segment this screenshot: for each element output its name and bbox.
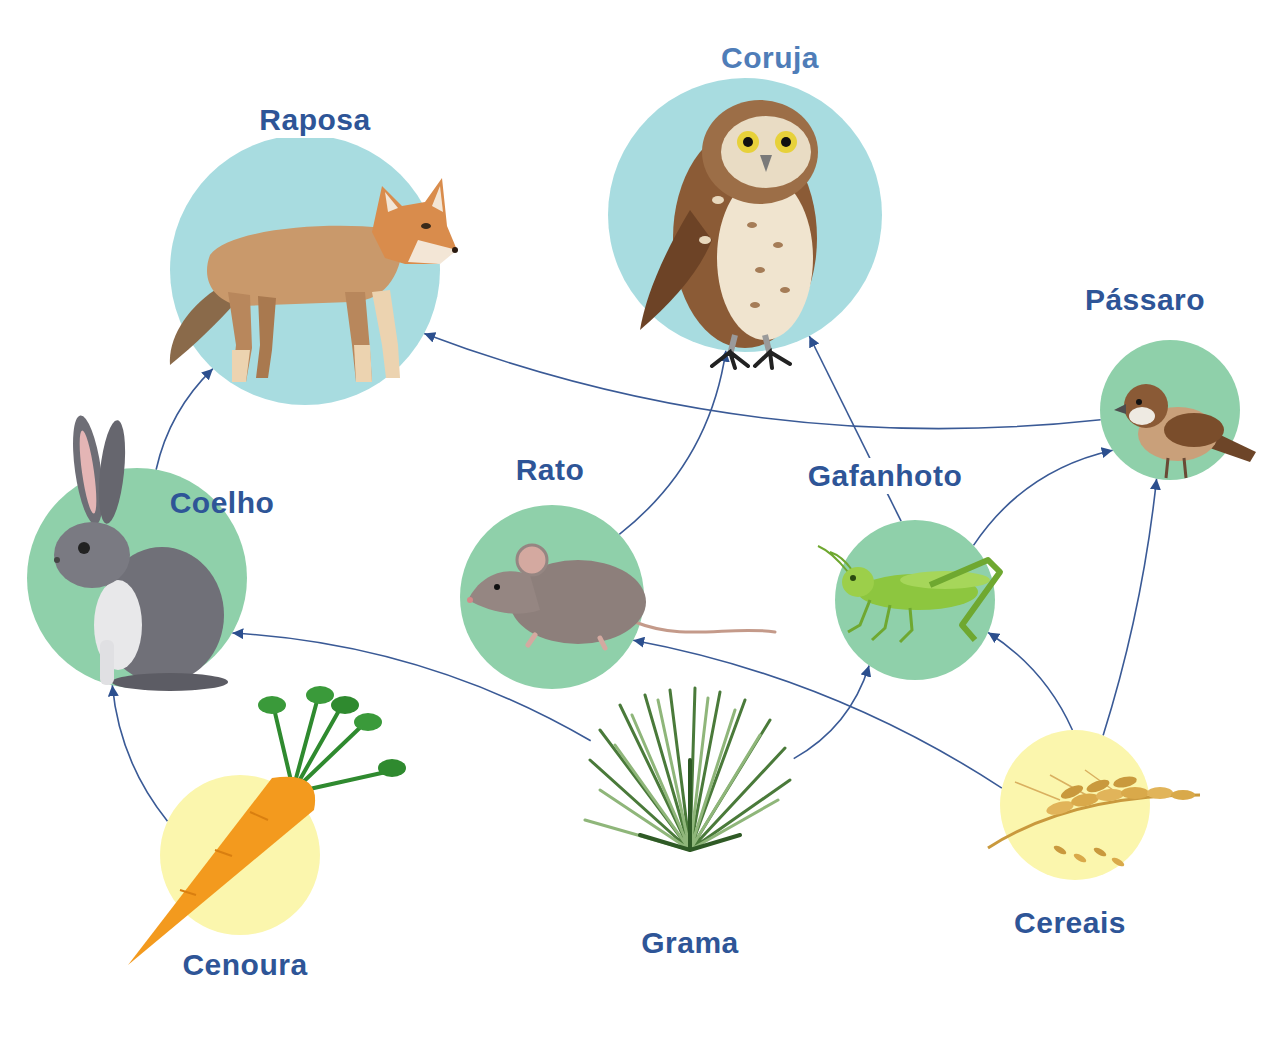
grass-blades (585, 698, 778, 850)
cereal-grain (1147, 787, 1173, 799)
species-label: Coruja (717, 40, 823, 76)
food-arrow (156, 369, 213, 470)
food-arrow (1103, 479, 1157, 736)
species-label: Cenoura (178, 947, 311, 983)
node-circle (608, 78, 882, 352)
food-web-node: Coruja (608, 78, 882, 352)
food-web-node: Grama (585, 670, 795, 880)
label-holder: Cereais (1010, 905, 1130, 941)
species-label: Rato (512, 452, 589, 488)
node-circle-shape (460, 505, 644, 689)
food-arrow (974, 450, 1113, 545)
node-circle-shape (608, 78, 882, 352)
food-arrow (619, 351, 726, 535)
label-holder: Grama (637, 925, 743, 961)
species-label: Coelho (166, 485, 279, 521)
grass-blades (640, 760, 740, 850)
node-circle-shape (585, 670, 795, 880)
owl-feet (712, 352, 790, 368)
grass-figure (585, 688, 790, 850)
node-circle (160, 775, 320, 935)
food-arrow (112, 685, 167, 821)
food-web-node: Pássaro (1100, 340, 1240, 480)
food-web-node: Gafanhoto (835, 520, 995, 680)
carrot-leaf (331, 696, 359, 714)
grass-blades (590, 688, 790, 850)
carrot-figure (128, 686, 406, 965)
node-circle (1100, 340, 1240, 480)
label-holder: Coruja (717, 40, 823, 76)
label-holder: Raposa (255, 102, 374, 138)
rat-tail (635, 622, 775, 632)
node-circle (835, 520, 995, 680)
carrot-leaf (378, 759, 406, 777)
carrot-leaf (306, 686, 334, 704)
food-web-node: Cenoura (160, 775, 320, 935)
fox-nose (452, 247, 458, 253)
node-circle (460, 505, 644, 689)
cereal-grain (1171, 790, 1195, 800)
label-holder: Coelho (166, 485, 279, 521)
food-arrow (794, 666, 869, 759)
food-web-node: Raposa (170, 135, 440, 405)
label-holder: Pássaro (1081, 282, 1209, 318)
food-web-node: Cereais (1000, 730, 1150, 880)
label-holder: Rato (512, 452, 589, 488)
node-circle-shape (1000, 730, 1150, 880)
node-circle-shape (160, 775, 320, 935)
node-circle (585, 670, 795, 880)
food-web-node: Rato (460, 505, 644, 689)
carrot-stems (272, 690, 395, 790)
carrot-leaf (354, 713, 382, 731)
node-circle-shape (835, 520, 995, 680)
node-circle-shape (170, 135, 440, 405)
species-label: Gafanhoto (804, 458, 967, 494)
food-web-node: Coelho (27, 468, 247, 688)
species-label: Pássaro (1081, 282, 1209, 318)
carrot-leaf (258, 696, 286, 714)
food-arrow (988, 633, 1072, 731)
node-circle (170, 135, 440, 405)
label-holder: Gafanhoto (804, 458, 967, 494)
label-holder: Cenoura (178, 947, 311, 983)
fox-ear-inner (432, 186, 443, 212)
species-label: Raposa (255, 102, 374, 138)
species-label: Cereais (1010, 905, 1130, 941)
species-label: Grama (637, 925, 743, 961)
node-circle (1000, 730, 1150, 880)
node-circle-shape (1100, 340, 1240, 480)
